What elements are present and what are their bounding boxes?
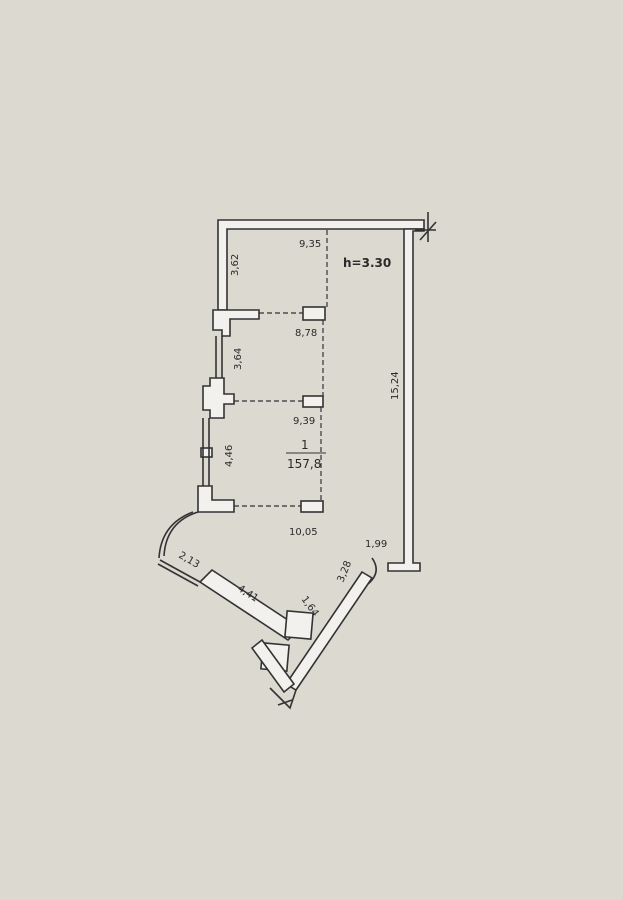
wall-shaft-left <box>250 638 296 694</box>
dim-bottom-right-step: 1,99 <box>365 539 387 550</box>
bay-edge <box>159 559 201 583</box>
pier-middle <box>202 377 235 419</box>
dim-depth-3: 10,05 <box>289 527 318 538</box>
column-2 <box>302 395 324 408</box>
pier-small <box>200 447 213 458</box>
dim-left-low: 4,46 <box>224 445 235 467</box>
dim-depth-2: 9,39 <box>293 416 315 427</box>
shaft-upper <box>284 610 314 640</box>
pier-upper <box>212 309 260 337</box>
dim-left-top: 3,62 <box>230 254 241 276</box>
wall-top <box>217 219 425 311</box>
room-area: 157,8 <box>287 457 321 471</box>
column-3 <box>300 500 324 513</box>
pier-lower <box>197 485 235 513</box>
bay-window <box>163 511 199 557</box>
bay-edge <box>157 563 199 587</box>
column-1 <box>302 306 326 321</box>
wall-tip <box>277 699 293 706</box>
wall-tip <box>269 687 297 710</box>
bay-window <box>158 511 194 559</box>
dim-right-height: 15,24 <box>390 371 401 400</box>
dim-top-width: 9,35 <box>299 239 321 250</box>
dim-bay-left: 2,13 <box>177 550 202 571</box>
dim-diag-right: 3,28 <box>336 559 355 584</box>
room-number: 1 <box>301 438 309 452</box>
ceiling-height: h=3.30 <box>343 256 391 270</box>
grid-mark <box>419 221 437 241</box>
dim-depth-1: 8,78 <box>295 328 317 339</box>
dim-left-mid: 3,64 <box>233 348 244 370</box>
door-swing <box>367 557 377 585</box>
